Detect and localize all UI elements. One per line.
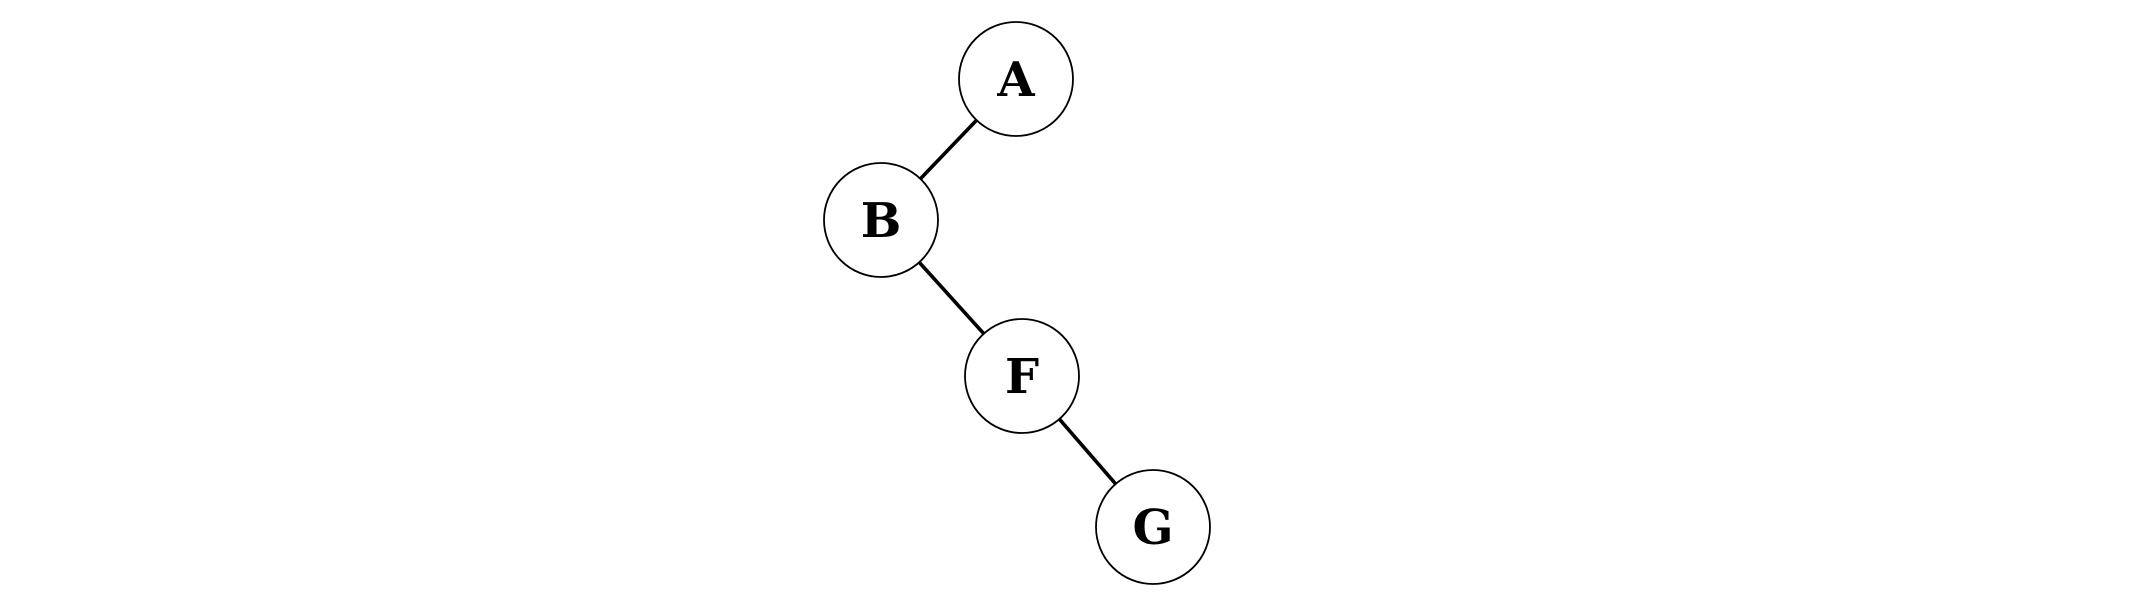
node-circle (823, 162, 939, 278)
node-G: G (1095, 469, 1211, 585)
node-A: A (958, 21, 1074, 137)
node-circle (1095, 469, 1211, 585)
node-circle (964, 318, 1080, 434)
node-label: F (1005, 349, 1039, 405)
node-label: A (996, 52, 1035, 108)
node-F: F (964, 318, 1080, 434)
node-circle (958, 21, 1074, 137)
node-label: B (861, 193, 902, 249)
node-B: B (823, 162, 939, 278)
node-label: G (1133, 500, 1174, 556)
